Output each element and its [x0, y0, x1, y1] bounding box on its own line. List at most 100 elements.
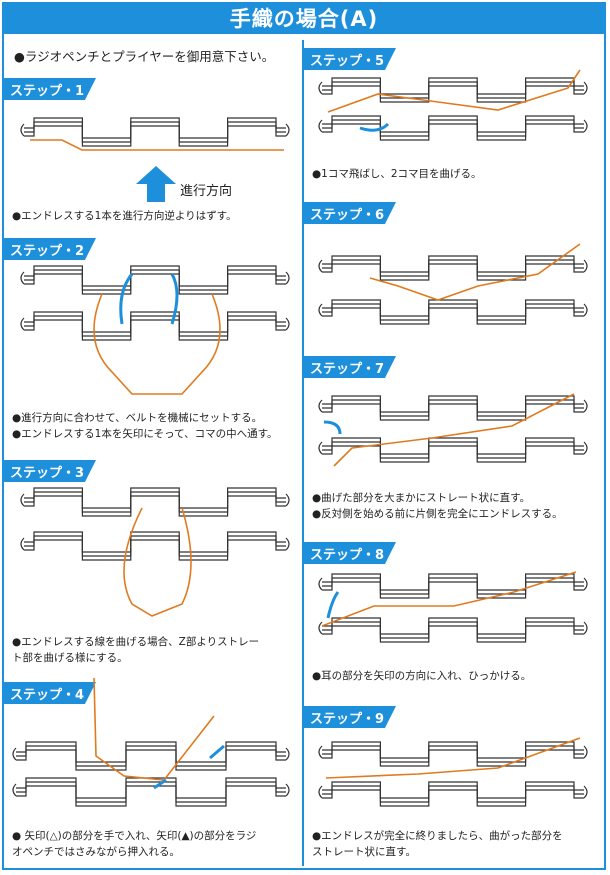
step-7-note-1: ●曲げた部分を大まかにストレート状に直す。 [312, 492, 531, 504]
belt-wire [16, 777, 286, 799]
step-1-notes: ●エンドレスする1本を進行方向逆よりはずす。 [12, 208, 237, 224]
belt-wire [24, 121, 286, 143]
endless-wire [325, 737, 581, 779]
belt-wire [322, 625, 584, 643]
belt-end-loop [12, 747, 17, 761]
belt-wire [322, 115, 584, 133]
belt-end-loop [12, 783, 17, 797]
step-2-note-1: ●進行方向に合わせて、ベルトを機械にセットする。 [12, 412, 263, 424]
guide-arrow-icon [119, 273, 134, 325]
belt-wire [16, 785, 286, 807]
belt-end-loop [318, 259, 323, 273]
step-8-belt [318, 571, 588, 643]
step-2-notes: ●進行方向に合わせて、ベルトを機械にセットする。 ●エンドレスする1本を矢印にそっ… [12, 410, 278, 442]
belt-end-loop [583, 399, 588, 413]
belt-wire [24, 535, 286, 557]
belt-wire [322, 785, 584, 803]
belt-wire [322, 399, 584, 417]
guide-arrow-icon [170, 273, 179, 325]
step-9-notes: ●エンドレスが完全に終りましたら、曲がった部分をストレート状に直す。 [312, 828, 563, 860]
belt-wire [24, 495, 286, 517]
belt-wire [24, 319, 286, 341]
belt-end-loop [318, 81, 323, 95]
step-3-note-1: ●エンドレスする線を曲げる場合、Z部よりストレー [12, 636, 260, 648]
guide-arrow-icon [359, 122, 390, 132]
step-9-note-2: ストレート状に直す。 [312, 846, 416, 858]
step-8-note-1: ●耳の部分を矢印の方向に入れ、ひっかける。 [312, 670, 532, 682]
belt-end-loop [583, 621, 588, 635]
step-7-notes: ●曲げた部分を大まかにストレート状に直す。●反対側を始める前に片側を完全にエンド… [312, 490, 563, 522]
step-3-belt [20, 487, 290, 617]
belt-end-loop [285, 783, 290, 797]
belt-wire [24, 491, 286, 513]
belt-wire [24, 125, 286, 147]
belt-end-loop [583, 577, 588, 591]
guide-arrow-icon [209, 744, 225, 760]
step-9-note-1: ●エンドレスが完全に終りましたら、曲がった部分を [312, 830, 563, 842]
step-4-belt [12, 677, 290, 807]
step-3-label: ステップ・3 [4, 460, 96, 482]
endless-wire [327, 69, 581, 113]
belt-wire [322, 259, 584, 277]
belt-wire [24, 273, 286, 295]
belt-end-loop [583, 785, 588, 799]
belt-end-loop [20, 271, 25, 285]
endless-wire [123, 507, 192, 617]
belt-end-loop [285, 747, 290, 761]
belt-wire [322, 741, 584, 759]
step-7-label: ステップ・7 [304, 356, 396, 378]
belt-wire [16, 749, 286, 771]
belt-wire [322, 441, 584, 459]
belt-wire [16, 741, 286, 763]
endless-wire [30, 139, 284, 151]
direction-label: 進行方向 [180, 184, 233, 199]
page-title: 手織の場合(A) [2, 2, 606, 34]
belt-wire [322, 577, 584, 595]
belt-wire [322, 303, 584, 321]
step-2-label: ステップ・2 [4, 238, 96, 260]
step-5-belt [318, 69, 588, 141]
belt-wire [322, 445, 584, 463]
belt-wire [24, 315, 286, 337]
belt-end-loop [583, 303, 588, 317]
step-4-notes: ● 矢印(△)の部分を手で入れ、矢印(▲)の部分をラジオペンチではさみながら押入… [12, 828, 256, 860]
step-3-note-2: ト部を曲げる様にする。 [12, 652, 128, 664]
step-9-label: ステップ・9 [304, 706, 396, 728]
belt-wire [322, 119, 584, 137]
step-8-notes: ●耳の部分を矢印の方向に入れ、ひっかける。 [312, 668, 531, 684]
belt-wire [322, 617, 584, 635]
belt-wire [24, 311, 286, 333]
column-divider [302, 40, 304, 866]
belt-wire [322, 123, 584, 141]
belt-end-loop [583, 119, 588, 133]
belt-wire [24, 117, 286, 139]
belt-wire [322, 81, 584, 99]
step-5-notes: ●1コマ飛ばし、2コマ目を曲げる。 [312, 166, 482, 182]
step-1-note-1: ●エンドレスする1本を進行方向逆よりはずす。 [12, 210, 237, 222]
belt-end-loop [318, 785, 323, 799]
belt-wire [24, 487, 286, 509]
belt-end-loop [20, 493, 25, 507]
step-4-note-2: オペンチではさみながら押入れる。 [12, 846, 180, 858]
belt-wire [322, 745, 584, 763]
belt-wire [322, 307, 584, 325]
endless-wire [369, 243, 581, 301]
step-7-belt [318, 393, 588, 467]
belt-end-loop [20, 123, 25, 137]
belt-end-loop [20, 317, 25, 331]
step-2-belt [20, 265, 290, 395]
step-6-belt [318, 243, 588, 325]
guide-arrow-icon [323, 420, 342, 435]
belt-end-loop [285, 317, 290, 331]
direction-arrow-stem [147, 184, 165, 202]
step-2-note-2: ●エンドレスする1本を矢印にそって、コマの中へ通す。 [12, 428, 278, 440]
step-1-belt [20, 117, 290, 151]
belt-wire [322, 255, 584, 273]
belt-end-loop [20, 537, 25, 551]
belt-wire [24, 539, 286, 561]
belt-end-loop [583, 81, 588, 95]
belt-end-loop [318, 441, 323, 455]
endless-wire [321, 571, 577, 627]
step-3-notes: ●エンドレスする線を曲げる場合、Z部よりストレート部を曲げる様にする。 [12, 634, 259, 666]
guide-arrow-icon [153, 778, 167, 790]
